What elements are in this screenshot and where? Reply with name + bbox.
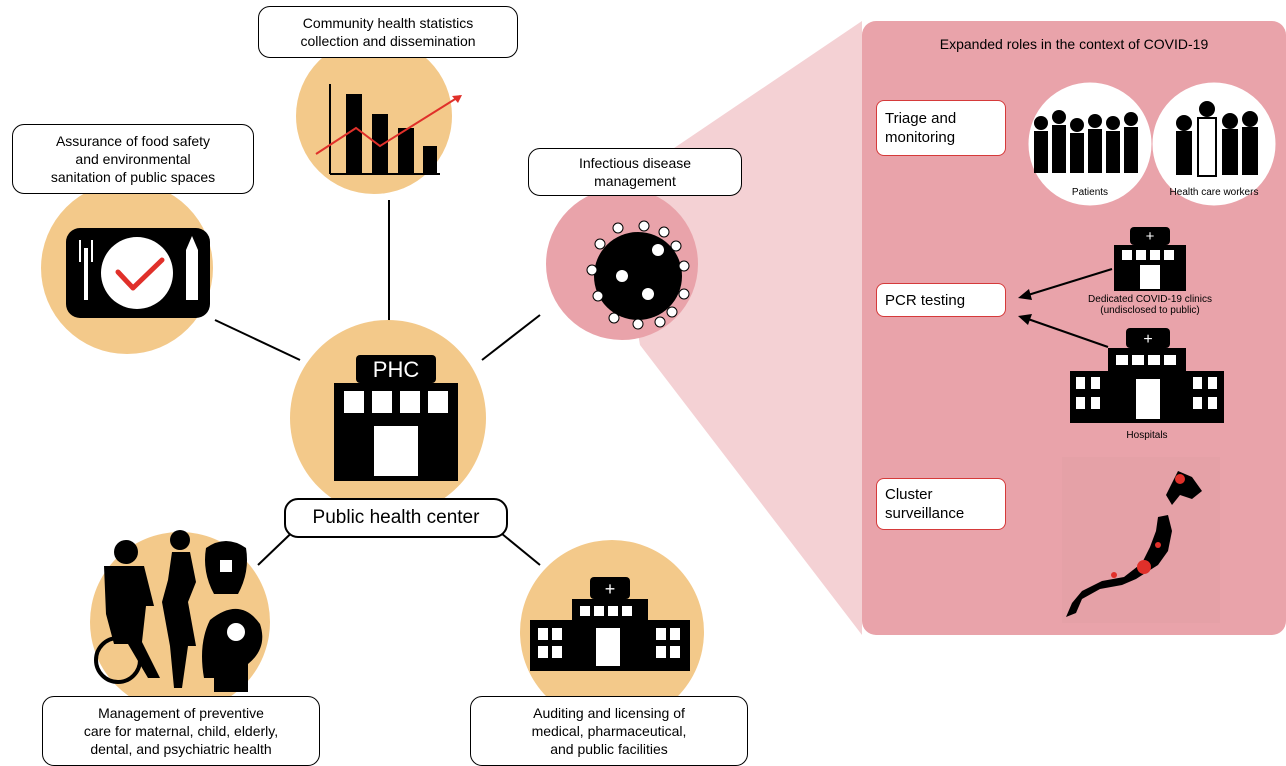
- health-workers-icon: [1151, 81, 1277, 207]
- food-safety-box: Assurance of food safety and environment…: [12, 124, 254, 194]
- people-icon: [94, 530, 263, 692]
- svg-text:+: +: [605, 579, 616, 599]
- triage-box: Triage and monitoring: [876, 100, 1006, 156]
- pcr-arrows: [1027, 268, 1113, 348]
- hospitals-icon: +: [1070, 328, 1224, 423]
- statistics-box: Community health statistics collection a…: [258, 6, 518, 58]
- infectious-box: Infectious disease management: [528, 148, 742, 196]
- plate-icon: [66, 228, 210, 318]
- panel-title: Expanded roles in the context of COVID-1…: [939, 36, 1209, 52]
- virus-icon: [586, 220, 690, 330]
- clinics-label: Dedicated COVID-19 clinics (undisclosed …: [1088, 294, 1212, 316]
- phc-icon-text: PHC: [373, 357, 420, 382]
- workers-label: Health care workers: [1169, 187, 1259, 198]
- hospitals-label: Hospitals: [1126, 430, 1168, 441]
- preventive-box: Management of preventive care for matern…: [42, 696, 320, 766]
- pcr-box: PCR testing: [876, 283, 1006, 317]
- svg-text:+: +: [1146, 228, 1155, 245]
- center-label: Public health center: [284, 498, 508, 538]
- hospital-icon: +: [530, 577, 690, 671]
- triage-illustration: + +: [1018, 81, 1277, 623]
- covid-panel: Expanded roles in the context of COVID-1…: [862, 21, 1286, 635]
- bar-chart-icon: [315, 84, 462, 175]
- patients-label: Patients: [1071, 187, 1109, 198]
- svg-text:+: +: [1143, 331, 1152, 348]
- auditing-box: Auditing and licensing of medical, pharm…: [470, 696, 748, 766]
- building-icon: PHC: [334, 355, 458, 481]
- clinic-icon: +: [1114, 227, 1186, 291]
- cluster-box: Cluster surveillance: [876, 478, 1006, 530]
- japan-map-icon: [1062, 457, 1220, 623]
